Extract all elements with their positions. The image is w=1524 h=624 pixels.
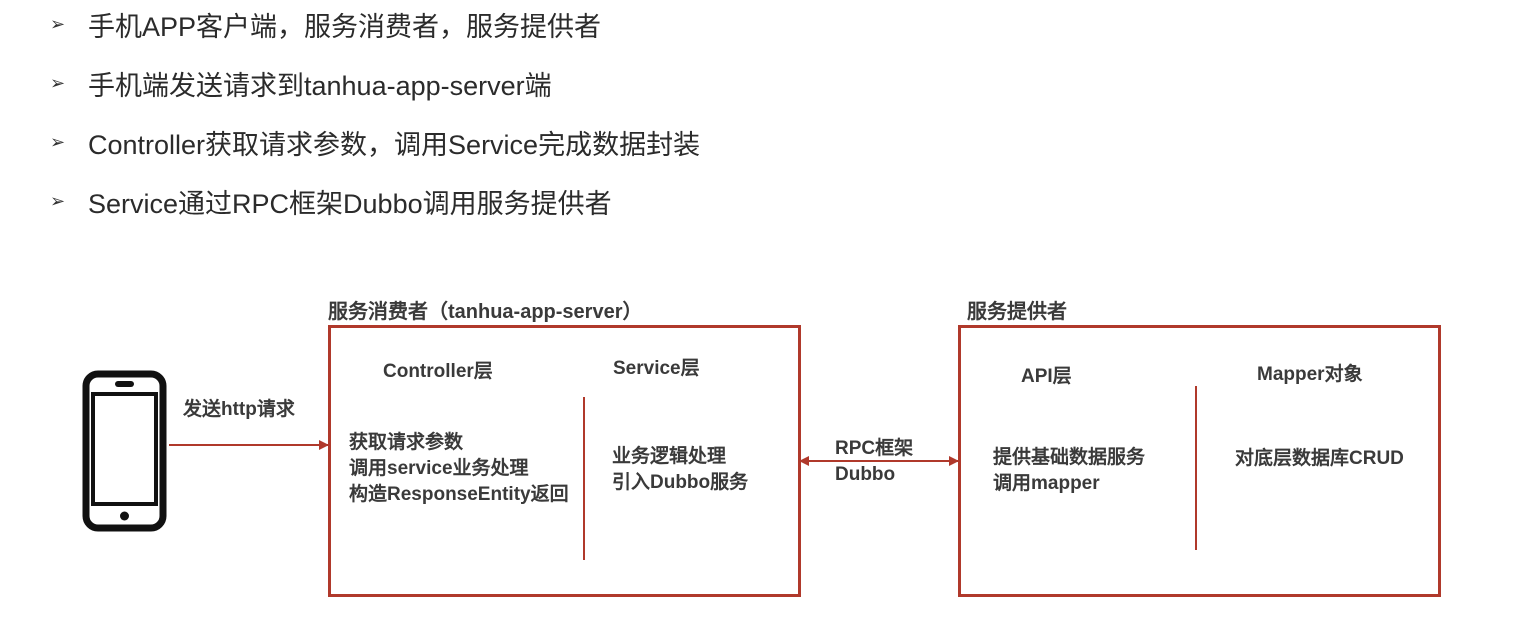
provider-box xyxy=(958,325,1441,597)
controller-line: 构造ResponseEntity返回 xyxy=(349,484,569,505)
mapper-title: Mapper对象 xyxy=(1257,364,1363,385)
bullet-text: Controller获取请求参数，调用Service完成数据封装 xyxy=(88,129,701,160)
bullet-text: 手机APP客户端，服务消费者，服务提供者 xyxy=(88,11,602,42)
api-line: 提供基础数据服务 xyxy=(993,447,1146,468)
controller-line: 获取请求参数 xyxy=(349,432,464,453)
consumer-divider xyxy=(583,397,585,560)
api-layer-title: API层 xyxy=(1021,366,1072,387)
provider-title: 服务提供者 xyxy=(967,301,1067,323)
api-line: 调用mapper xyxy=(993,473,1100,494)
smartphone-icon xyxy=(82,370,167,532)
mapper-line: 对底层数据库CRUD xyxy=(1235,448,1404,469)
service-line: 引入Dubbo服务 xyxy=(612,472,749,493)
consumer-title: 服务消费者（tanhua-app-server） xyxy=(328,301,643,323)
arrow-bullet-icon: ➢ xyxy=(50,190,66,211)
rpc-label-line: Dubbo xyxy=(835,464,896,485)
bullet-text: Service通过RPC框架Dubbo调用服务提供者 xyxy=(88,188,612,219)
bullet-text: 手机端发送请求到tanhua-app-server端 xyxy=(88,70,552,101)
service-layer-title: Service层 xyxy=(613,358,700,379)
send-http-request-label: 发送http请求 xyxy=(183,399,295,420)
arrow-bullet-icon: ➢ xyxy=(50,72,66,93)
rpc-label-line: RPC框架 xyxy=(835,438,914,459)
controller-line: 调用service业务处理 xyxy=(349,458,529,479)
arrow-bullet-icon: ➢ xyxy=(50,131,66,152)
provider-divider xyxy=(1195,386,1197,550)
service-line: 业务逻辑处理 xyxy=(612,446,727,467)
arrow-bullet-icon: ➢ xyxy=(50,13,66,34)
consumer-box xyxy=(328,325,801,597)
controller-layer-title: Controller层 xyxy=(383,361,493,382)
